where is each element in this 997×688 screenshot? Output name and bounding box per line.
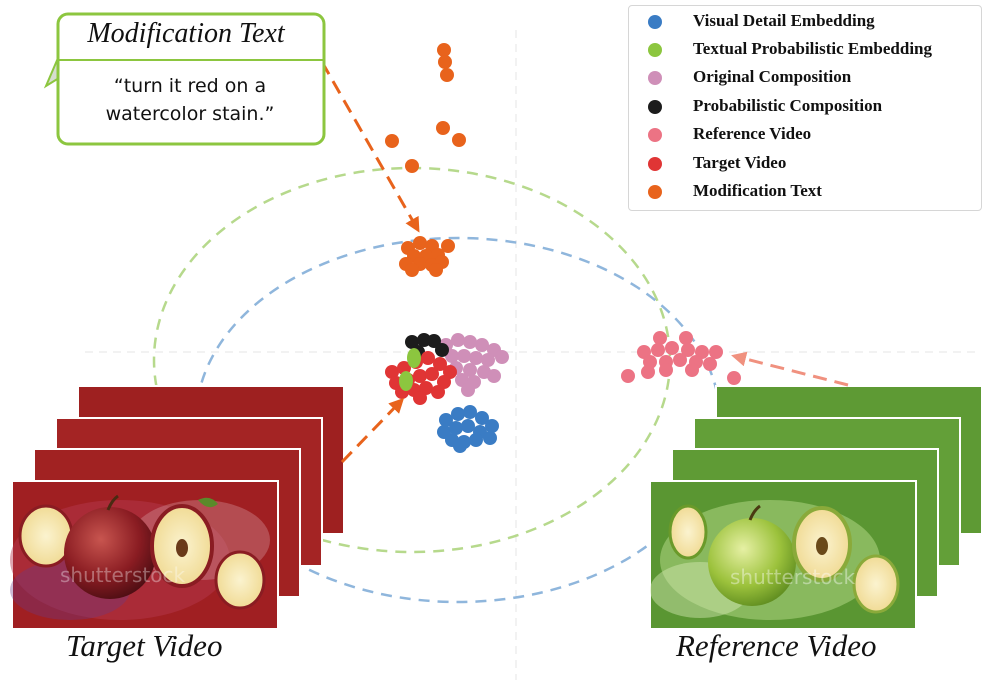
cluster-visual-detail-embedding [437, 405, 499, 453]
target-video-frames: shutterstock [10, 385, 345, 630]
callout-text: “turn it red on a watercolor stain.” [66, 72, 314, 128]
cluster-reference-video [621, 331, 741, 385]
target-video-caption: Target Video [66, 628, 223, 663]
legend-marker [648, 128, 662, 142]
legend-item-probabilistic-composition: Probabilistic Composition [629, 93, 981, 121]
arrow-text-to-modification-cluster [320, 61, 420, 233]
modification-text-callout [43, 12, 326, 146]
callout-title: Modification Text [87, 18, 285, 49]
axis-guides [85, 30, 975, 680]
cluster-modification-text-scattered [385, 43, 466, 173]
reference-frame-artwork: shutterstock [650, 500, 900, 620]
legend-marker [648, 157, 662, 171]
reference-whole-apple [708, 518, 796, 606]
legend-item-textual-probabilistic-embedding: Textual Probabilistic Embedding [629, 36, 981, 64]
cluster-textual-probabilistic-embedding [399, 348, 421, 391]
legend-marker [648, 43, 662, 57]
legend-item-modification-text: Modification Text [629, 178, 981, 206]
reference-video-frames: shutterstock [649, 385, 983, 630]
legend-marker [648, 185, 662, 199]
legend-marker [648, 71, 662, 85]
legend-item-reference-video: Reference Video [629, 121, 981, 149]
legend-label: Probabilistic Composition [693, 96, 883, 115]
reference-watermark: shutterstock [730, 565, 855, 589]
reference-apple-slice-left [668, 504, 708, 560]
target-apple-wedge [214, 550, 266, 610]
reference-video-caption: Reference Video [676, 628, 877, 663]
legend-label: Visual Detail Embedding [693, 11, 875, 30]
target-watermark: shutterstock [60, 563, 185, 587]
legend-label: Textual Probabilistic Embedding [693, 39, 932, 58]
legend-label: Target Video [693, 153, 787, 172]
legend-label: Reference Video [693, 124, 812, 143]
legend-item-target-video: Target Video [629, 150, 981, 178]
legend-item-visual-detail-embedding: Visual Detail Embedding [629, 8, 981, 36]
callout-text-line-1: “turn it red on a [113, 75, 267, 97]
legend-label: Original Composition [693, 67, 852, 86]
legend-marker [648, 100, 662, 114]
target-frame-artwork: shutterstock [10, 494, 270, 620]
legend-marker [648, 15, 662, 29]
legend-item-original-composition: Original Composition [629, 64, 981, 92]
cluster-original-composition [439, 333, 509, 397]
target-whole-apple [64, 507, 156, 599]
cluster-modification-text [399, 236, 455, 277]
legend-label: Modification Text [693, 181, 822, 200]
callout-text-line-2: watercolor stain.” [105, 103, 275, 125]
reference-apple-wedge [852, 554, 900, 614]
arrow-target-frames-to-cluster [340, 397, 405, 464]
legend: Visual Detail Embedding Textual Probabil… [628, 5, 982, 211]
arrow-reference-frames-to-cluster [731, 351, 849, 387]
